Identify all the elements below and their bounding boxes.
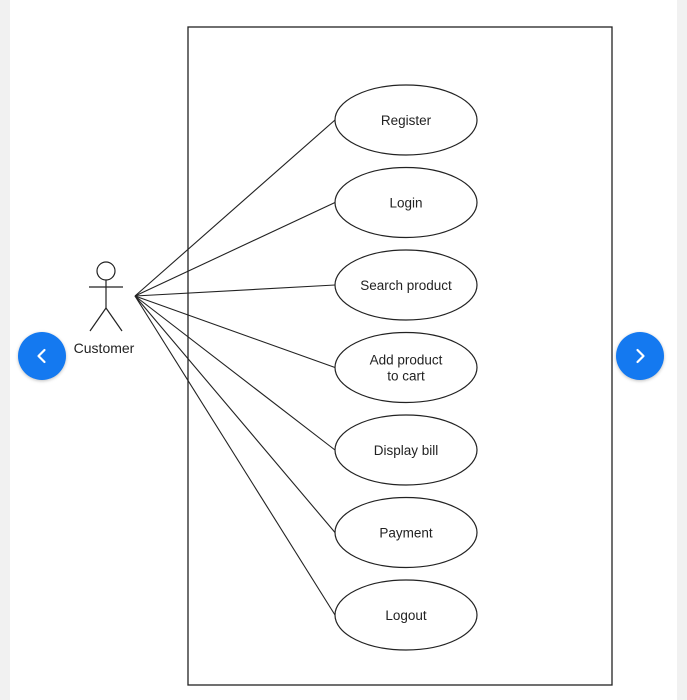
chevron-left-icon (37, 348, 46, 364)
use-case-ellipse (334, 331, 478, 404)
use-case-register: Register (334, 84, 478, 156)
association-logout (134, 295, 336, 616)
use-case-label: Register (381, 113, 432, 128)
use-case-search-product: Search product (334, 249, 478, 321)
use-case-ellipse (334, 166, 478, 239)
previous-button[interactable] (18, 332, 66, 380)
association-register (134, 119, 336, 297)
use-case-logout: Logout (334, 579, 478, 651)
use-case-label: Logout (385, 608, 427, 623)
use-case-label: Add product (370, 353, 443, 368)
association-display-bill (134, 295, 336, 451)
actor-label: Customer (74, 340, 135, 356)
use-case-label: Display bill (374, 443, 439, 458)
use-case-ellipse (334, 249, 478, 321)
use-case-ellipse (334, 414, 478, 486)
use-case-login: Login (334, 166, 478, 239)
association-add-product-to-cart (134, 295, 336, 369)
stick-figure-icon (89, 261, 123, 332)
use-case-display-bill: Display bill (334, 414, 478, 486)
use-case-label: Payment (379, 526, 433, 541)
association-payment (134, 295, 336, 533)
use-case-ellipse (334, 84, 478, 156)
use-case-label: Search product (360, 278, 452, 293)
use-case-payment: Payment (334, 496, 478, 569)
system-boundary (187, 26, 613, 686)
association-search-product (134, 284, 336, 297)
use-case-label: to cart (387, 369, 425, 384)
next-button[interactable] (616, 332, 664, 380)
association-login (134, 202, 336, 297)
use-case-label: Login (389, 196, 422, 211)
use-case-ellipse (334, 579, 478, 651)
actor-customer: Customer (74, 261, 135, 356)
association-lines (134, 119, 336, 616)
use-case-ellipse (334, 496, 478, 569)
chevron-right-icon (636, 348, 645, 364)
